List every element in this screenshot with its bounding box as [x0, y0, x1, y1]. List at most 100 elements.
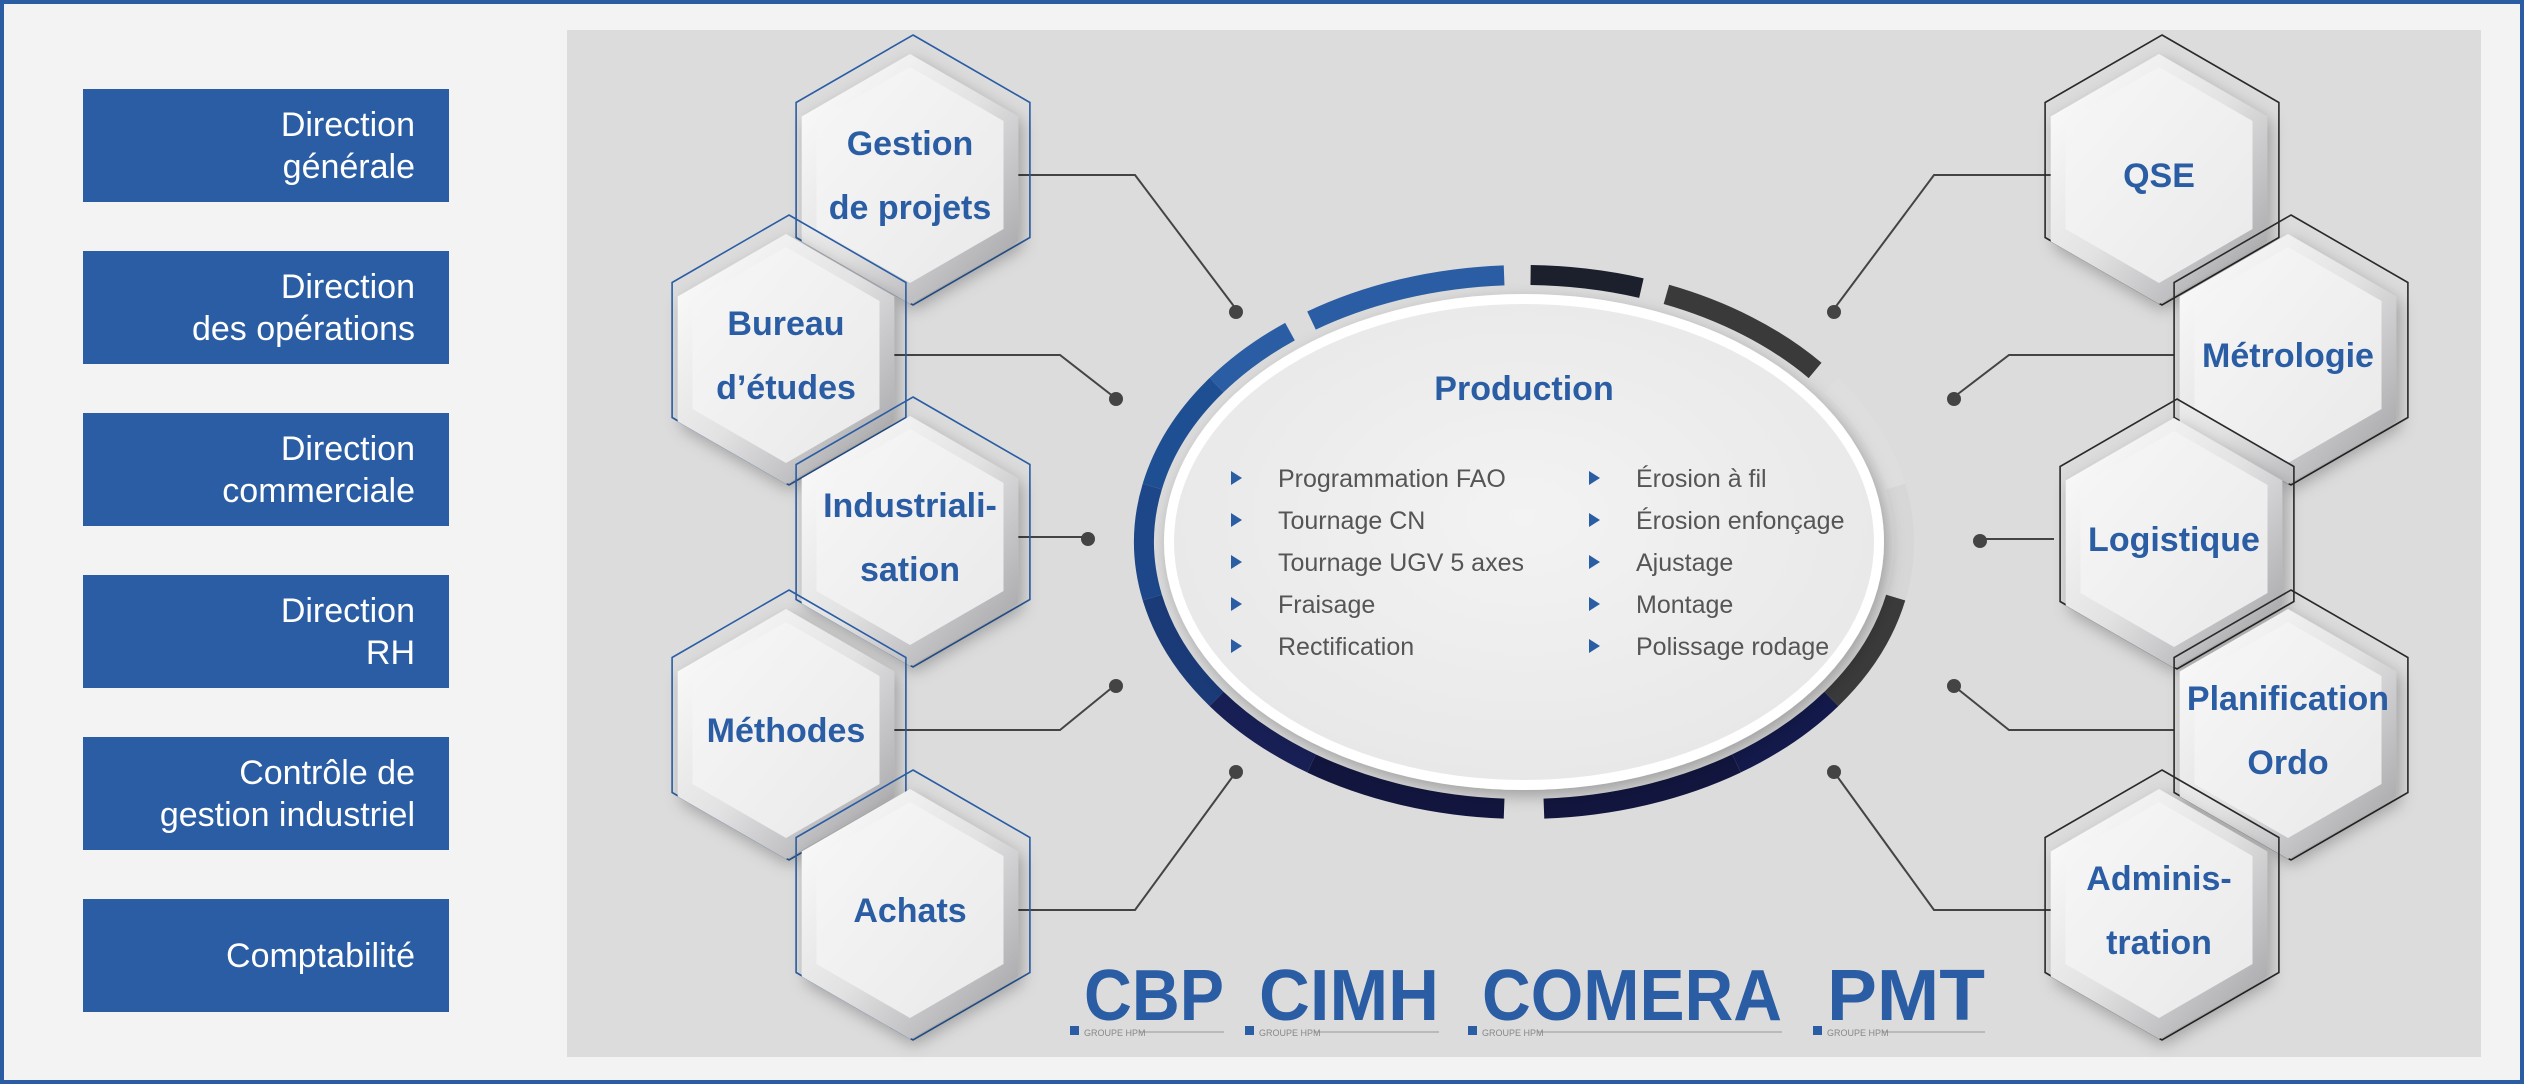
hexagon-label: d’études	[716, 369, 856, 407]
production-list-item: Érosion à fil	[1636, 464, 1767, 493]
ring-segment	[1142, 377, 1224, 490]
direction-generale-box: Direction générale	[83, 89, 449, 202]
bullet-arrow-icon	[1231, 471, 1242, 485]
hexagon-face	[816, 802, 1004, 1018]
direction-label-line: commerciale	[222, 471, 415, 510]
direction-label-line: Direction	[280, 105, 415, 144]
logo-square-icon	[1813, 1026, 1822, 1035]
hexagon-label: Métrologie	[2202, 337, 2374, 375]
hexagon-outline	[795, 396, 1031, 668]
right-hexagon: Adminis-tration	[2044, 769, 2280, 1041]
production-list-left: Programmation FAO Tournage CN Tournage UGV…	[1231, 465, 1524, 661]
bullet-arrow-icon	[1589, 639, 1600, 653]
logo-subtitle: GROUPE HPM	[1259, 1028, 1321, 1038]
ring-segment	[1824, 594, 1906, 707]
production-ellipse	[1164, 294, 1884, 790]
hexagon-outline	[2044, 769, 2280, 1041]
left-hexagon: Bureau d’études	[671, 214, 907, 486]
connector-metrologie	[1953, 354, 2174, 398]
connector-gestion-projets	[1010, 174, 1237, 310]
connector-bureau-etudes	[882, 354, 1115, 398]
hexagon-face	[2065, 802, 2253, 1018]
ring-segment	[1209, 322, 1295, 393]
direction-label-line: générale	[282, 147, 415, 186]
bullet-arrow-icon	[1231, 513, 1242, 527]
bullet-arrow-icon	[1589, 471, 1600, 485]
logo-square-icon	[1468, 1026, 1477, 1035]
hexagon-outline	[2173, 214, 2409, 486]
connector-dot	[1109, 392, 1123, 406]
hexagon-face	[816, 429, 1004, 645]
logo-subtitle: GROUPE HPM	[1482, 1028, 1544, 1038]
production-list-item: Érosion enfonçage	[1636, 506, 1844, 535]
comptabilite-box: Comptabilité	[83, 899, 449, 1012]
bullet-arrow-icon	[1231, 555, 1242, 569]
connector-dot	[1229, 765, 1243, 779]
hexagon-face	[2194, 622, 2382, 838]
logo-wordmark: COMERA	[1482, 956, 1782, 1036]
logo-wordmark: CIMH	[1259, 956, 1439, 1036]
logo-subtitle: GROUPE HPM	[1084, 1028, 1146, 1038]
hexagon-outline	[2044, 34, 2280, 306]
ring-segment	[1732, 691, 1839, 773]
ring-segment	[1209, 691, 1316, 773]
production-list-item: Tournage CN	[1278, 507, 1425, 535]
hexagon-label: Bureau	[727, 305, 844, 343]
hexagon-face	[2194, 247, 2382, 463]
hexagon-face	[692, 622, 880, 838]
production-list-item: Fraisage	[1278, 591, 1375, 619]
hexagon-outline	[671, 589, 907, 861]
ring-segment	[1824, 377, 1906, 490]
connector-administration	[1833, 771, 2052, 911]
production-list-item: Ajustage	[1636, 549, 1733, 577]
direction-label-line: Contrôle de	[239, 753, 415, 792]
bullet-arrow-icon	[1589, 513, 1600, 527]
right-hexagon: Logistique	[2059, 398, 2295, 670]
connector-achats	[1010, 771, 1237, 911]
hexagon-outline	[2059, 398, 2295, 670]
hexagon-outline	[795, 769, 1031, 1041]
production-list-item: Rectification	[1278, 633, 1414, 661]
hexagon-label: QSE	[2123, 157, 2195, 195]
hexagon-label: Gestion	[847, 125, 974, 163]
ring-segment	[1142, 594, 1224, 707]
logo-wordmark: PMT	[1827, 956, 1985, 1036]
left-hexagon: Achats	[795, 769, 1031, 1041]
right-hexagon: QSE	[2044, 34, 2280, 306]
logo-subtitle: GROUPE HPM	[1827, 1028, 1889, 1038]
production-list-item: Tournage UGV 5 axes	[1278, 549, 1524, 577]
direction-label-line: Comptabilité	[226, 936, 415, 975]
logo-square-icon	[1245, 1026, 1254, 1035]
ring-segment	[1307, 265, 1505, 330]
bullet-arrow-icon	[1231, 597, 1242, 611]
production-list-item: Programmation FAO	[1278, 465, 1506, 493]
connector-lines	[882, 174, 2174, 911]
hexagon-label: Adminis-	[2086, 860, 2231, 898]
hexagon-outline	[2173, 589, 2409, 861]
hexagon-label: Industriali-	[823, 487, 997, 525]
bullet-arrow-icon	[1231, 639, 1242, 653]
direction-label-line: Direction	[280, 267, 415, 306]
ring-segment	[1307, 754, 1505, 819]
connector-dot	[1229, 305, 1243, 319]
production-ring	[1134, 265, 1914, 819]
right-hexagon: Métrologie	[2173, 214, 2409, 486]
left-hexagon: Industriali-sation	[795, 396, 1031, 668]
hexagon-face	[2065, 67, 2253, 283]
connector-dots	[1081, 305, 1987, 779]
connector-dot	[1827, 765, 1841, 779]
ring-segment	[1543, 754, 1741, 819]
hexagon-outline	[671, 214, 907, 486]
connector-methodes	[882, 685, 1115, 731]
production-title: Production	[1434, 370, 1613, 408]
hexagon-label: Ordo	[2247, 744, 2328, 782]
connector-dot	[1109, 679, 1123, 693]
connector-planification	[1953, 685, 2174, 731]
connector-dot	[1947, 392, 1961, 406]
